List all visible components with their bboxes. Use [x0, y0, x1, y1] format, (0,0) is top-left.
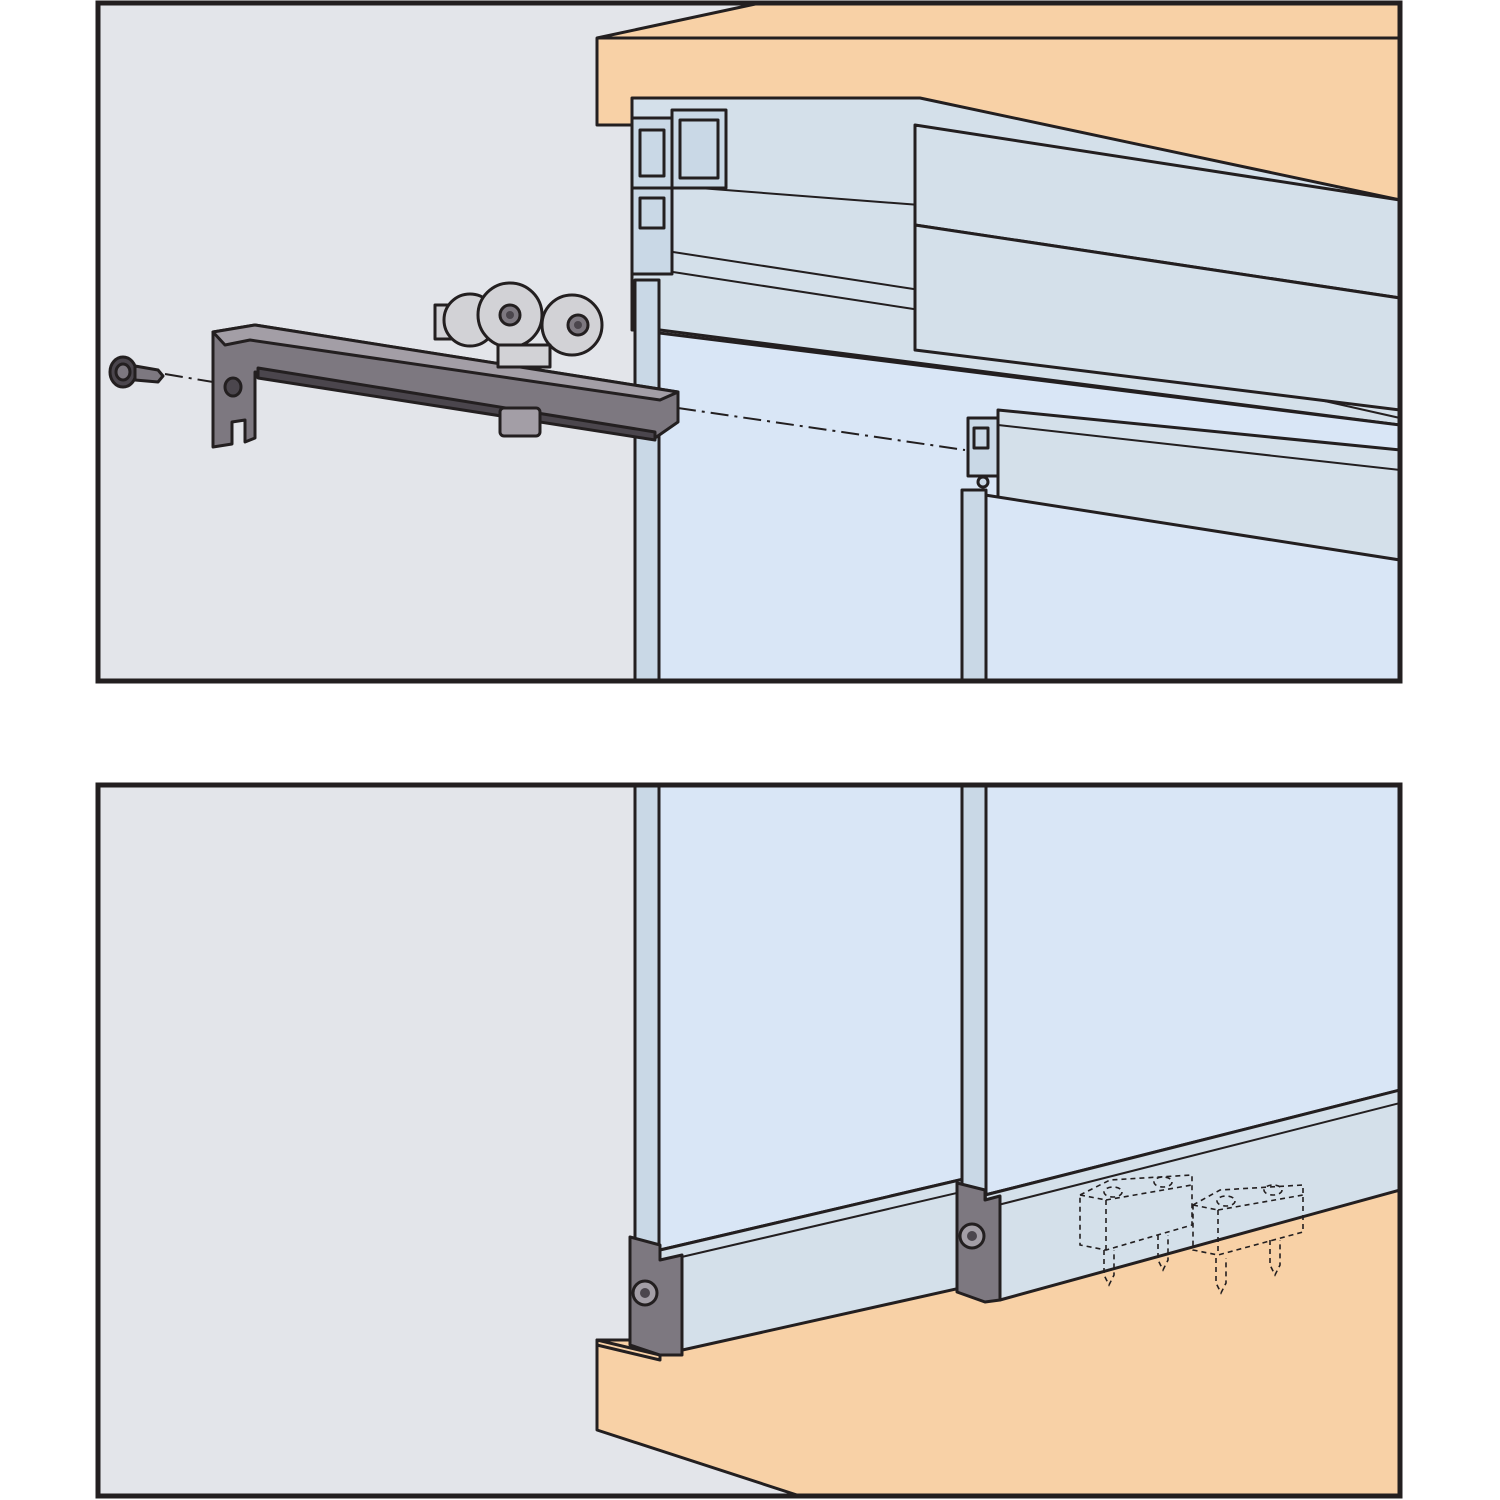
top-panel-frame — [95, 0, 1403, 684]
bottom-panel-frame — [95, 782, 1403, 1499]
bottom-rear-door-edge — [633, 785, 661, 1257]
top-board — [595, 3, 1400, 202]
bottom-front-door-edge — [960, 785, 988, 1197]
floor-guide-icon — [1079, 1174, 1193, 1287]
hanger-bracket — [211, 323, 680, 449]
roller-carriage — [433, 281, 604, 438]
top-front-door-hanger — [966, 416, 1000, 478]
bottom-rear-door-bracket — [628, 1235, 684, 1357]
top-track-fascia-lower — [913, 223, 1400, 412]
screw-icon — [108, 355, 165, 389]
floor-guide-icon — [1192, 1184, 1304, 1295]
roller-wheel-icon — [540, 293, 604, 357]
top-track-end-profile-2 — [670, 108, 728, 190]
top-front-door-edge — [960, 488, 988, 681]
bracket-screw-hole — [223, 376, 243, 398]
top-track-fascia — [913, 123, 1400, 300]
top-front-door-rail — [996, 408, 1400, 587]
bottom-panel — [95, 782, 1403, 1499]
roller-wheel-icon — [442, 281, 544, 349]
bottom-front-door-bracket — [955, 1181, 1002, 1304]
top-rear-door-edge — [633, 278, 661, 681]
top-front-door-rail-line — [997, 424, 1400, 471]
bottom-front-floor-rail-line — [997, 1102, 1400, 1206]
top-front-door-hanger-bolt — [976, 475, 990, 489]
top-panel — [95, 0, 1403, 684]
alignment-line-right — [677, 407, 966, 451]
floor-board-front-edge — [595, 1338, 662, 1362]
top-track-end-profile — [630, 116, 674, 276]
